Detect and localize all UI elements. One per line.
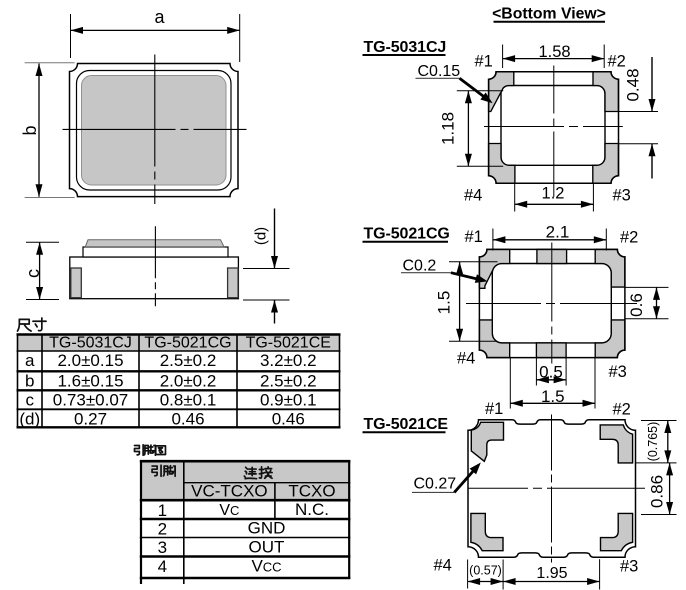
- svg-text:2.0±0.15: 2.0±0.15: [57, 351, 123, 370]
- svg-text:VC-TCXO: VC-TCXO: [191, 482, 268, 501]
- svg-text:GND: GND: [248, 518, 286, 537]
- svg-text:1.6±0.15: 1.6±0.15: [57, 372, 123, 391]
- svg-text:(d): (d): [253, 227, 270, 245]
- svg-text:0.46: 0.46: [171, 410, 204, 429]
- svg-text:0.27: 0.27: [74, 410, 107, 429]
- svg-text:#3: #3: [609, 363, 627, 381]
- svg-text:0.6: 0.6: [627, 293, 646, 317]
- svg-text:0.9±0.1: 0.9±0.1: [260, 391, 317, 410]
- svg-text:2.1: 2.1: [546, 223, 570, 242]
- svg-text:VC: VC: [219, 502, 239, 519]
- svg-text:#4: #4: [457, 350, 475, 368]
- svg-text:#1: #1: [475, 53, 493, 71]
- svg-text:C0.15: C0.15: [418, 63, 461, 80]
- svg-text:OUT: OUT: [249, 537, 285, 556]
- svg-text:2.5±0.2: 2.5±0.2: [160, 351, 217, 370]
- svg-text:1.58: 1.58: [538, 43, 570, 61]
- svg-text:a: a: [154, 7, 165, 27]
- svg-text:TG-5031CJ: TG-5031CJ: [49, 335, 132, 352]
- svg-text:2.0±0.2: 2.0±0.2: [160, 372, 217, 391]
- svg-text:0.48: 0.48: [624, 68, 643, 101]
- svg-text:#1: #1: [485, 400, 503, 418]
- svg-text:4: 4: [158, 557, 167, 576]
- svg-text:0.5: 0.5: [539, 362, 563, 381]
- svg-text:(0.765): (0.765): [646, 422, 660, 462]
- svg-text:C0.27: C0.27: [414, 476, 457, 493]
- svg-text:1.2: 1.2: [542, 185, 565, 203]
- svg-text:N.C.: N.C.: [295, 500, 329, 519]
- svg-text:c: c: [26, 391, 35, 410]
- svg-text:a: a: [25, 351, 35, 370]
- svg-text:3: 3: [158, 538, 167, 557]
- svg-text:TG-5021CG: TG-5021CG: [144, 335, 231, 352]
- svg-text:TCXO: TCXO: [288, 482, 335, 501]
- svg-text:c: c: [23, 269, 43, 278]
- svg-text:1.5: 1.5: [541, 387, 565, 406]
- svg-text:(0.57): (0.57): [469, 564, 502, 578]
- svg-text:0.86: 0.86: [647, 475, 666, 508]
- svg-text:0.46: 0.46: [272, 410, 305, 429]
- svg-text:#2: #2: [620, 229, 638, 247]
- svg-text:#4: #4: [464, 187, 482, 205]
- svg-text:TG-5021CE: TG-5021CE: [246, 335, 331, 352]
- svg-text:0.73±0.07: 0.73±0.07: [53, 391, 129, 410]
- svg-text:TG-5021CG: TG-5021CG: [364, 226, 450, 243]
- svg-text:#3: #3: [613, 187, 631, 205]
- svg-text:b: b: [20, 125, 40, 135]
- svg-text:#4: #4: [434, 557, 452, 575]
- svg-text:0.8±0.1: 0.8±0.1: [160, 391, 217, 410]
- svg-text:TG-5021CE: TG-5021CE: [364, 416, 449, 433]
- svg-text:1.5: 1.5: [434, 291, 453, 315]
- svg-text:<Bottom View>: <Bottom View>: [492, 5, 606, 22]
- svg-text:1.18: 1.18: [438, 112, 457, 145]
- svg-text:b: b: [25, 372, 34, 391]
- svg-text:3.2±0.2: 3.2±0.2: [260, 351, 317, 370]
- svg-text:#2: #2: [608, 53, 626, 71]
- svg-text:1: 1: [158, 501, 167, 520]
- svg-text:(d): (d): [19, 410, 40, 429]
- svg-text:2.5±0.2: 2.5±0.2: [260, 372, 317, 391]
- svg-text:VCC: VCC: [251, 557, 281, 576]
- svg-text:#1: #1: [465, 228, 483, 246]
- svg-text:TG-5031CJ: TG-5031CJ: [364, 39, 447, 56]
- svg-text:C0.2: C0.2: [403, 258, 437, 275]
- svg-text:2: 2: [158, 520, 167, 539]
- svg-text:1.95: 1.95: [536, 565, 567, 582]
- svg-text:#3: #3: [620, 558, 638, 576]
- svg-text:#2: #2: [613, 401, 631, 419]
